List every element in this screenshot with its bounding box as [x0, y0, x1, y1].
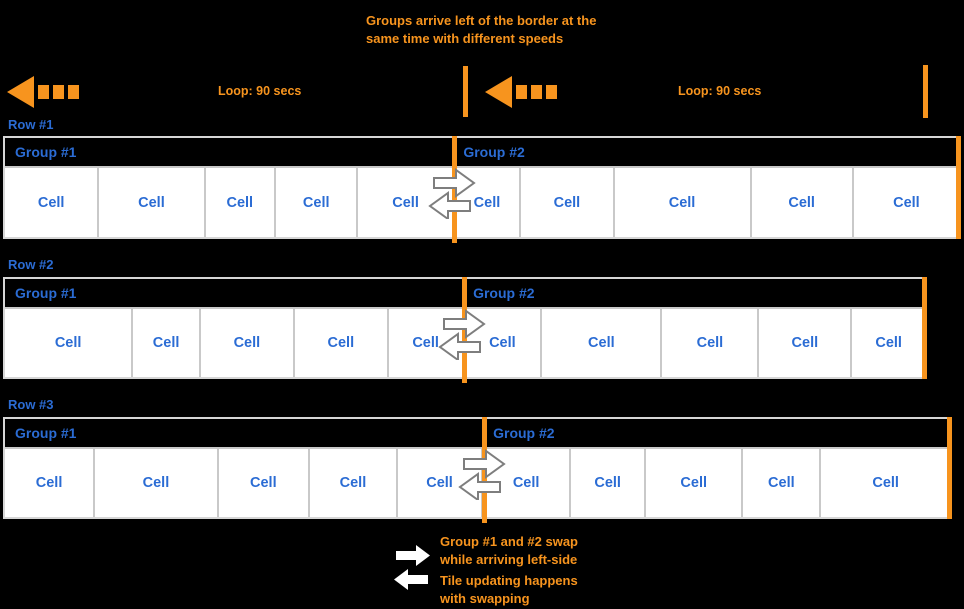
cell: Cell [662, 309, 758, 377]
arrow-dash [546, 85, 557, 99]
loop-duration-label-right: Loop: 90 secs [678, 84, 762, 98]
border-line-right [923, 65, 928, 118]
top-annotation-line2: same time with different speeds [366, 30, 564, 46]
legend-swap-note-line2: while arriving left-side [440, 551, 578, 567]
arrow-head [7, 76, 34, 108]
left-dashed-arrow-icon [485, 76, 557, 108]
group-2-label: Group #2 [473, 285, 535, 301]
left-dashed-arrow-icon [7, 76, 79, 108]
cell: Cell [5, 449, 94, 517]
top-annotation-line1: Groups arrive left of the border at the [366, 13, 597, 28]
cell: Cell [743, 449, 820, 517]
arrow-dash [68, 85, 79, 99]
group-1-label: Group #1 [15, 285, 77, 301]
row-1-label: Row #1 [8, 117, 54, 132]
border-line-left [463, 66, 468, 117]
arrow-dash [531, 85, 542, 99]
legend-tile-note: Tile updating happens with swapping [440, 572, 578, 607]
swap-arrows-icon [458, 449, 506, 500]
cell: Cell [133, 309, 199, 377]
cell: Cell [852, 309, 925, 377]
top-annotation: Groups arrive left of the border at the … [366, 12, 596, 47]
cell: Cell [276, 168, 357, 237]
swap-arrows-icon [394, 545, 430, 590]
cell: Cell [294, 309, 387, 377]
loop-duration-label-left: Loop: 90 secs [218, 84, 302, 98]
swap-arrows-icon [438, 309, 486, 360]
cell: Cell [99, 168, 204, 237]
legend-tile-note-line2: with swapping [440, 590, 530, 606]
group-1-label: Group #1 [15, 144, 77, 160]
cell: Cell [542, 309, 661, 377]
cell: Cell [646, 449, 742, 517]
row-1-header: Group #1 Group #2 [5, 138, 959, 166]
cell: Cell [759, 309, 851, 377]
arrow-dash [53, 85, 64, 99]
cell: Cell [571, 449, 645, 517]
cell: Cell [5, 168, 98, 237]
cell: Cell [521, 168, 613, 237]
row-right-border-line [947, 417, 952, 519]
row-right-border-line [956, 136, 961, 239]
cell: Cell [200, 309, 293, 377]
cell: Cell [821, 449, 950, 517]
arrow-dash [516, 85, 527, 99]
group-1-label: Group #1 [15, 425, 77, 441]
legend-tile-note-line1: Tile updating happens [440, 573, 578, 588]
group-2-label: Group #2 [463, 144, 525, 160]
group-border-line [452, 136, 458, 243]
legend-swap-note: Group #1 and #2 swap while arriving left… [440, 533, 578, 568]
legend-swap-note-line1: Group #1 and #2 swap [440, 534, 578, 549]
row-3-header: Group #1 Group #2 [5, 419, 950, 447]
row-2-label: Row #2 [8, 257, 54, 272]
cell: Cell [853, 168, 959, 237]
row-3-label: Row #3 [8, 397, 54, 412]
cell: Cell [218, 449, 308, 517]
cell: Cell [205, 168, 275, 237]
cell: Cell [309, 449, 396, 517]
cell: Cell [614, 168, 750, 237]
swap-arrows-icon [428, 168, 477, 219]
arrow-head [485, 76, 512, 108]
group-2-label: Group #2 [493, 425, 555, 441]
cell: Cell [5, 309, 132, 377]
cell: Cell [751, 168, 852, 237]
cell: Cell [95, 449, 217, 517]
row-right-border-line [922, 277, 927, 379]
arrow-dash [38, 85, 49, 99]
